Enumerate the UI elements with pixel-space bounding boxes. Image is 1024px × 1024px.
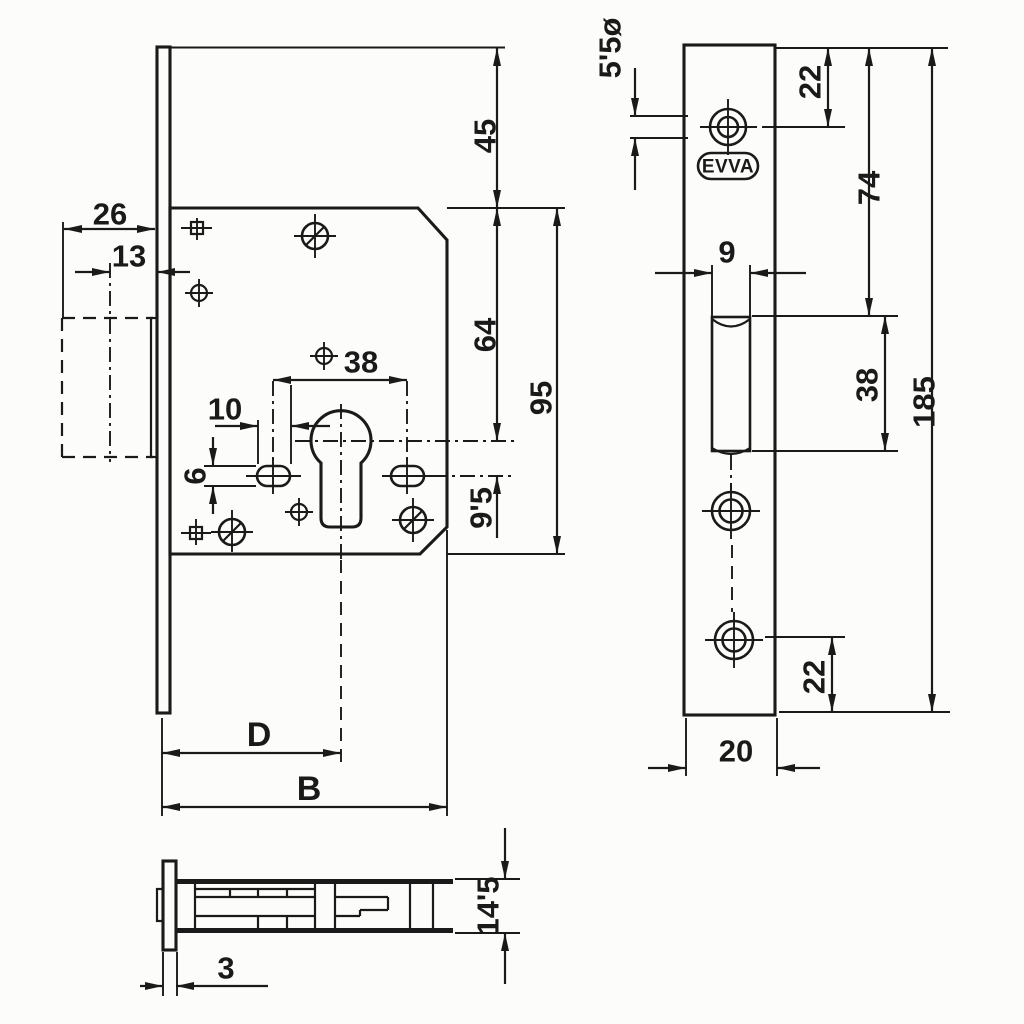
dim-faceplate-width: 20 — [648, 734, 820, 772]
dim-top-edge-to-hole-label: 22 — [793, 65, 828, 99]
dim-faceplate-top-to-case-label: 45 — [468, 119, 503, 153]
extension-lines — [62, 46, 565, 816]
dim-case-height: 95 — [524, 208, 561, 554]
dim-slot-height: 38 — [850, 316, 889, 451]
pin-hole-middle — [310, 342, 338, 370]
dim-cylinder-to-slot-offset-label: 9'5 — [464, 487, 499, 529]
mounting-hole-top — [700, 99, 757, 155]
dim-case-top-to-cylinder-label: 64 — [468, 317, 503, 352]
evva-logo-text: EVVA — [702, 157, 754, 178]
hatched-hole-top — [294, 214, 336, 258]
lock-case-front-view: 26 13 45 64 9'5 95 38 10 — [60, 45, 565, 816]
evva-logo: EVVA — [696, 151, 760, 181]
mounting-hole-middle — [702, 483, 760, 612]
dim-case-width: B — [162, 770, 447, 811]
bolt-face — [149, 316, 159, 459]
dim-top-edge-to-hole: 22 — [793, 48, 832, 127]
extension-lines — [630, 47, 950, 776]
fixing-slots — [246, 381, 515, 494]
dim-slot-height-label: 38 — [850, 368, 885, 402]
dim-faceplate-length-label: 185 — [907, 376, 942, 428]
side-section-view: 3 14'5 — [140, 828, 520, 996]
dim-bolt-throw: 26 — [64, 197, 155, 233]
faceplate-outline — [682, 43, 777, 717]
faceplate-front-view: EVVA 5'5ø 22 — [593, 18, 950, 776]
extension-lines — [162, 878, 520, 996]
case-top-plate — [176, 879, 453, 884]
hatched-hole-bottom-right — [392, 498, 434, 542]
pin-hole-lower — [285, 498, 313, 526]
dim-faceplate-top-to-case: 45 — [468, 48, 503, 208]
dim-fixing-slot-width: 6 — [178, 437, 217, 514]
dim-slot-width: 9 — [655, 235, 806, 277]
dim-backset: D — [162, 716, 341, 757]
bolt-slot — [710, 315, 752, 490]
dim-case-thickness: 14'5 — [471, 828, 509, 984]
hatched-hole-bottom-left — [211, 510, 253, 552]
deadbolt-hidden-outline — [60, 263, 159, 462]
case-body-outline — [168, 206, 449, 556]
dim-cylinder-to-slot-offset: 9'5 — [464, 476, 501, 538]
dim-slot-width-label: 9 — [718, 235, 735, 270]
dim-bottom-hole-to-edge: 22 — [797, 637, 836, 712]
dim-bolt-center-offset-label: 13 — [112, 239, 146, 274]
dim-case-height-label: 95 — [524, 381, 559, 415]
dim-hole-diameter-label: 5'5ø — [593, 18, 628, 79]
mechanism-section — [193, 884, 435, 928]
case-bottom-plate — [176, 928, 453, 933]
bolt-tip-section — [155, 887, 165, 923]
faceplate-section — [161, 859, 178, 952]
square-hole-bottom — [181, 519, 211, 545]
dim-case-width-label: B — [297, 770, 322, 808]
faceplate-edge-profile — [155, 45, 172, 715]
dim-bolt-throw-label: 26 — [93, 197, 127, 232]
dim-top-edge-to-slot: 74 — [852, 48, 887, 316]
square-hole-top — [181, 218, 212, 240]
dim-fixing-slot-length: 10 — [208, 392, 330, 430]
pin-hole-upper — [185, 279, 213, 307]
dim-fixing-slot-spacing-label: 38 — [344, 345, 378, 380]
dim-case-thickness-label: 14'5 — [471, 876, 506, 935]
dim-faceplate-length: 185 — [907, 48, 942, 712]
dim-bottom-hole-to-edge-label: 22 — [797, 660, 832, 694]
dim-backset-label: D — [247, 716, 272, 754]
dim-bolt-center-offset: 13 — [75, 239, 190, 276]
cylinder-profile-hole — [295, 404, 515, 762]
dim-faceplate-width-label: 20 — [719, 734, 753, 769]
dim-case-top-to-cylinder: 64 — [468, 208, 503, 441]
dim-fixing-slot-spacing: 38 — [273, 345, 407, 384]
dim-fixing-slot-width-label: 6 — [178, 467, 213, 484]
dim-faceplate-thickness-label: 3 — [217, 951, 234, 986]
dim-top-edge-to-slot-label: 74 — [852, 170, 887, 205]
dim-hole-diameter: 5'5ø — [593, 18, 639, 190]
dim-faceplate-thickness: 3 — [140, 951, 268, 990]
dim-fixing-slot-length-label: 10 — [208, 392, 242, 427]
case-screw-holes — [181, 214, 434, 552]
mounting-hole-bottom — [705, 612, 763, 668]
